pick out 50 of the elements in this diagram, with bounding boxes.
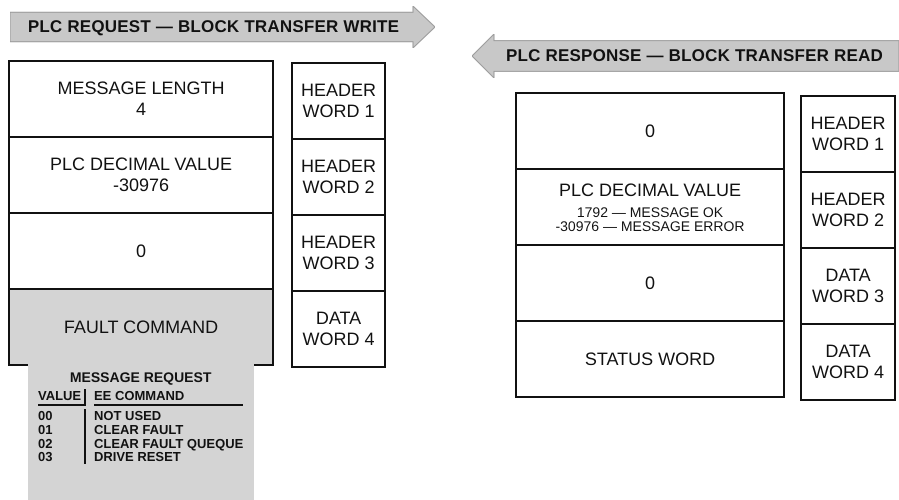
column-header: VALUE xyxy=(38,388,86,406)
word-label-box xyxy=(800,171,896,249)
word-label: HEADER WORD 3 xyxy=(300,232,377,274)
field-box xyxy=(515,92,785,170)
table-cell: CLEAR FAULT QUEQUE xyxy=(94,436,244,450)
field-box xyxy=(8,288,274,366)
field-box xyxy=(515,320,785,398)
word-label-box xyxy=(800,95,896,173)
field-label: STATUS WORD xyxy=(584,348,716,370)
word-label-box xyxy=(800,323,896,401)
word-label-box xyxy=(800,247,896,325)
table-cell-text: DRIVE RESET xyxy=(94,450,182,464)
table-cell: 03 xyxy=(38,450,86,464)
word-label: HEADER WORD 2 xyxy=(809,189,886,231)
table-heading: MESSAGE REQUEST xyxy=(70,370,212,385)
field-box xyxy=(8,60,274,138)
table-cell: 01 xyxy=(38,422,86,437)
table-cell: 02 xyxy=(38,436,86,450)
word-label: DATA WORD 4 xyxy=(811,341,885,383)
table-cell-text: NOT USED xyxy=(94,409,162,423)
field-label: 0 xyxy=(136,240,146,262)
word-label: HEADER WORD 2 xyxy=(300,156,377,198)
field-label: MESSAGE LENGTH xyxy=(57,78,225,99)
table-cell-text: CLEAR FAULT xyxy=(94,422,184,437)
field-box xyxy=(8,212,274,290)
word-label: HEADER WORD 1 xyxy=(809,113,886,155)
field-label: 0 xyxy=(644,120,655,142)
field-label: 0 xyxy=(644,272,655,294)
word-label: DATA WORD 4 xyxy=(302,308,376,350)
field-label: PLC DECIMAL VALUE xyxy=(50,154,232,175)
field-value: -30976 — MESSAGE ERROR xyxy=(555,219,745,234)
word-label-box xyxy=(291,138,386,216)
field-box xyxy=(8,136,274,214)
field-value: -30976 xyxy=(112,175,170,196)
table-cell: 00 xyxy=(38,409,86,423)
word-label: HEADER WORD 1 xyxy=(300,80,377,122)
word-label: DATA WORD 3 xyxy=(811,265,885,307)
band-title: PLC REQUEST — BLOCK TRANSFER WRITE xyxy=(28,17,400,37)
field-label: FAULT COMMAND xyxy=(64,316,218,338)
field-box xyxy=(515,168,785,246)
field-box xyxy=(515,244,785,322)
word-label-box xyxy=(291,290,386,368)
field-value: 4 xyxy=(136,99,146,120)
field-label: PLC DECIMAL VALUE xyxy=(558,180,742,201)
message-request-table xyxy=(28,364,254,500)
field-value: 1792 — MESSAGE OK xyxy=(576,204,724,220)
word-label-box xyxy=(291,62,386,140)
band-title: PLC RESPONSE — BLOCK TRANSFER READ xyxy=(506,46,884,66)
word-label-box xyxy=(291,214,386,292)
column-header: EE COMMAND xyxy=(94,388,244,406)
